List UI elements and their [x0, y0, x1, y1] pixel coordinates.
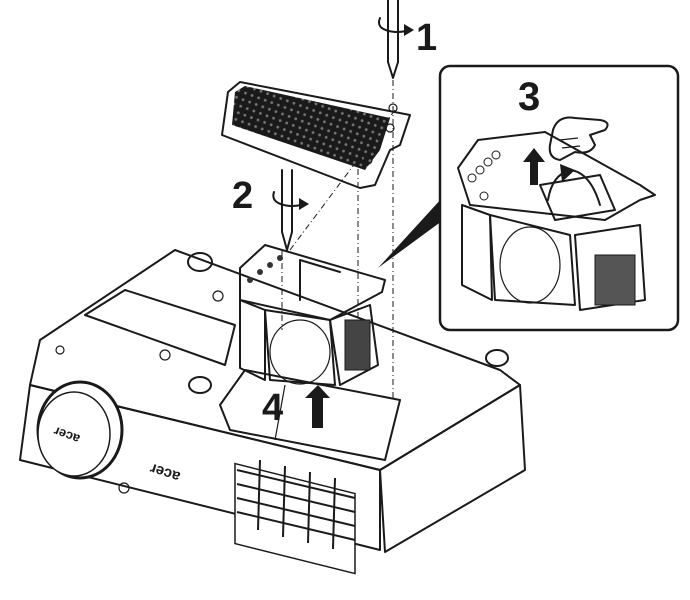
step-3-label: 3 — [518, 75, 540, 119]
step-3-inset: 3 — [438, 64, 680, 332]
adjust-button — [188, 376, 212, 394]
lamp-module — [239, 244, 386, 386]
inset-lamp-module — [457, 131, 656, 311]
step-1-screwdriver — [378, 0, 414, 79]
lens-cap: acer — [36, 380, 124, 480]
callout-pointer — [378, 198, 446, 268]
hand-icon — [548, 116, 609, 161]
rotate-arrow-icon — [378, 17, 409, 33]
step-1-label: 1 — [416, 17, 437, 59]
lamp-bay — [219, 369, 401, 461]
rotate-arrow-icon — [272, 191, 304, 207]
front-logo: acer — [148, 460, 183, 486]
projector-body: acer acer — [19, 249, 526, 575]
inset-lift-arrow-icon — [523, 148, 545, 185]
inset-frame — [438, 64, 680, 332]
lift-arrow-icon — [305, 385, 330, 428]
step-2-screwdriver — [272, 169, 309, 251]
foot-rear-left — [187, 252, 213, 272]
foot-rear-right — [485, 349, 509, 367]
vent-grille — [234, 459, 356, 575]
step-2-label: 2 — [232, 175, 253, 217]
cover-screw — [388, 103, 398, 113]
lamp-cover — [221, 81, 411, 189]
step-4-label: 4 — [262, 387, 283, 429]
